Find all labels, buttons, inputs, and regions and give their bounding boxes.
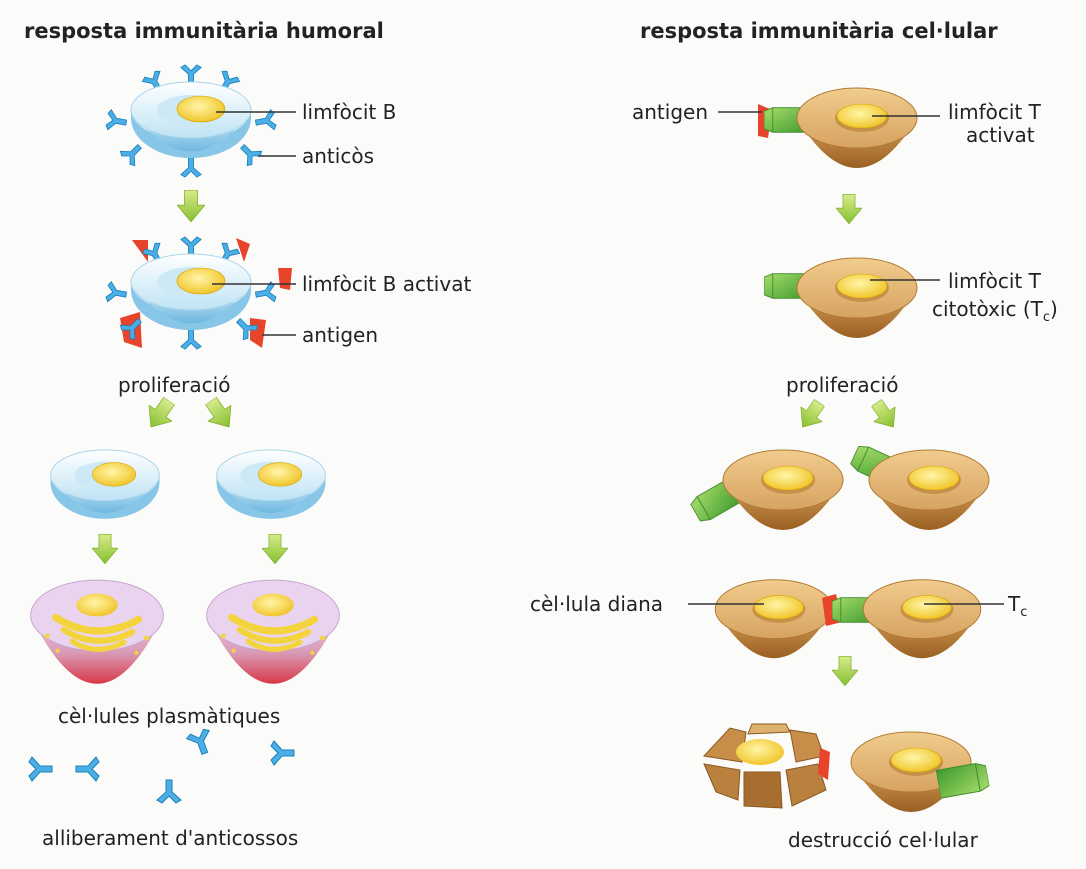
- antibody-icon: [156, 779, 182, 804]
- activated-b-lymphocyte: [104, 236, 292, 350]
- label-cytotoxic-close: ): [1050, 297, 1058, 321]
- t-cell-daughter-right: [848, 442, 990, 531]
- label-activated-t-line1: limfòcit T: [948, 100, 1042, 124]
- label-proliferation-humoral: proliferació: [118, 373, 230, 397]
- label-tc-sub: c: [1020, 605, 1027, 620]
- target-cell-interaction: [714, 579, 982, 659]
- antibody-icon: [28, 756, 53, 782]
- label-cytotoxic-sub: c: [1043, 310, 1050, 325]
- b-cell-daughter-right: [216, 449, 326, 520]
- label-destruction: destrucció cel·lular: [788, 828, 979, 852]
- free-antibodies: [28, 727, 295, 804]
- label-cytotoxic-line1: limfòcit T: [948, 269, 1042, 293]
- b-cell-daughter-left: [50, 449, 160, 520]
- arrow-down-icon: [92, 534, 118, 564]
- arrow-down-icon: [836, 194, 862, 224]
- label-target-cell: cèl·lula diana: [530, 592, 663, 616]
- antibody-icon: [185, 727, 217, 758]
- plasma-cell-left: [31, 580, 164, 684]
- label-antibody-release: alliberament d'anticossos: [42, 826, 298, 850]
- label-antibody: anticòs: [302, 144, 374, 168]
- label-tc: Tc: [1007, 592, 1027, 620]
- arrow-down-right-icon: [865, 395, 905, 435]
- arrow-down-icon: [832, 656, 858, 686]
- antibody-icon: [270, 740, 295, 766]
- antigen-marker: [818, 748, 830, 780]
- t-cell-daughter-left: [688, 449, 844, 531]
- humoral-title: resposta immunitària humoral: [24, 19, 384, 43]
- label-plasma-cells: cèl·lules plasmàtiques: [58, 704, 280, 728]
- tc-cell-final: [850, 731, 991, 813]
- label-activated-b: limfòcit B activat: [302, 272, 471, 296]
- label-antigen-cellular: antigen: [632, 100, 708, 124]
- label-cytotoxic-line2: citotòxic (Tc): [932, 297, 1058, 325]
- label-proliferation-cellular: proliferació: [786, 373, 898, 397]
- target-cell: [714, 579, 834, 659]
- arrow-down-icon: [177, 190, 205, 222]
- label-cytotoxic-main: citotòxic (T: [932, 297, 1044, 321]
- tc-cell: [862, 579, 982, 659]
- arrow-down-left-icon: [791, 395, 831, 435]
- label-antigen-humoral: antigen: [302, 323, 378, 347]
- destroyed-cell: [702, 723, 830, 809]
- antibody-icon: [75, 756, 100, 782]
- arrow-down-right-icon: [199, 392, 241, 436]
- cellular-title: resposta immunitària cel·lular: [640, 19, 998, 43]
- label-activated-t-line2: activat: [966, 123, 1035, 147]
- cytotoxic-t-lymphocyte: [764, 257, 918, 339]
- label-b-cell: limfòcit B: [302, 100, 396, 124]
- b-lymphocyte: [104, 64, 278, 178]
- arrow-down-icon: [262, 534, 288, 564]
- plasma-cell-right: [207, 580, 340, 684]
- arrow-down-left-icon: [139, 392, 181, 436]
- activated-t-lymphocyte: [758, 87, 918, 169]
- label-tc-main: T: [1007, 592, 1021, 616]
